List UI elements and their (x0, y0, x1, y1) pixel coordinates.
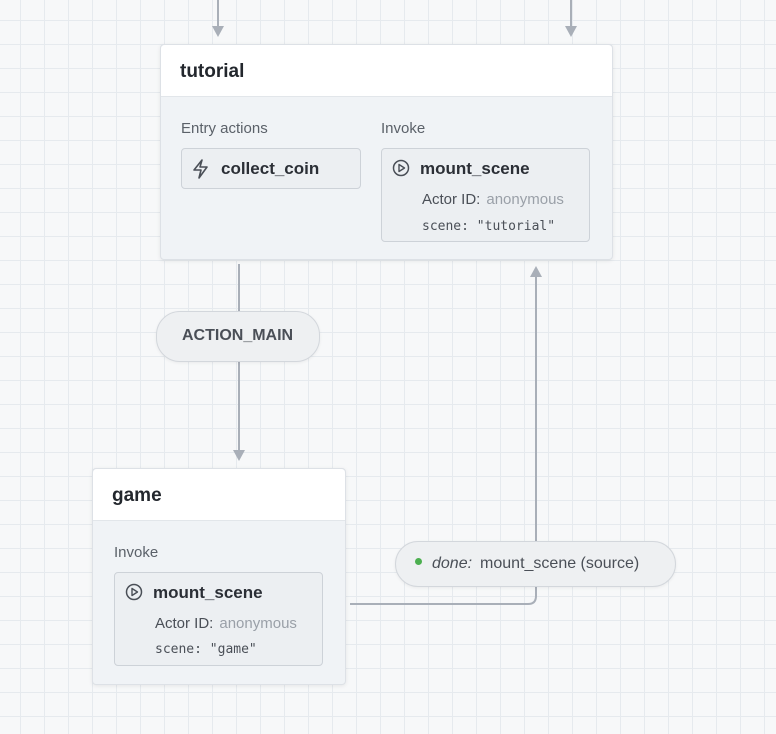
done-label: mount_scene (source) (480, 555, 640, 572)
done-keyword: done: (432, 555, 473, 572)
invoke-param: scene: "game" (155, 642, 257, 657)
actor-id-row: Actor ID: anonymous (422, 191, 564, 208)
invoke-label: Invoke (114, 544, 159, 561)
actor-id-value: anonymous (486, 191, 564, 208)
entry-action-card[interactable]: collect_coin (181, 148, 361, 189)
invoke-card[interactable]: mount_scene Actor ID: anonymous scene: "t… (381, 148, 590, 242)
entry-actions-label: Entry actions (181, 120, 268, 137)
entry-action-name: collect_coin (221, 159, 320, 178)
actor-id-value: anonymous (219, 615, 297, 632)
arrowhead-tutorial (530, 266, 542, 277)
state-title: tutorial (161, 45, 612, 97)
actor-id-label: Actor ID: (422, 191, 481, 208)
invoke-label: Invoke (381, 120, 426, 137)
arrowhead-left-top (212, 26, 224, 37)
transition-action-main[interactable]: ACTION_MAIN (156, 311, 320, 362)
invoke-param: scene: "tutorial" (422, 219, 556, 234)
status-dot (415, 558, 422, 566)
invoke-card[interactable]: mount_scene Actor ID: anonymous scene: "g… (114, 572, 323, 666)
lightning-icon (192, 159, 210, 184)
play-circle-icon (125, 583, 143, 606)
actor-id-label: Actor ID: (155, 615, 214, 632)
state-title: game (93, 469, 345, 521)
invoke-name: mount_scene (420, 159, 530, 178)
arrowhead-right-top (565, 26, 577, 37)
actor-id-row: Actor ID: anonymous (155, 615, 297, 632)
event-label: ACTION_MAIN (182, 327, 294, 344)
edge-game-to-tutorial (350, 276, 537, 605)
state-tutorial[interactable]: tutorial Entry actions Invoke collect_co… (160, 44, 613, 260)
invoke-name: mount_scene (153, 583, 263, 602)
transition-done[interactable]: done: mount_scene (source) (395, 541, 676, 587)
state-game[interactable]: game Invoke mount_scene Actor ID: anonymo… (92, 468, 346, 685)
play-circle-icon (392, 159, 410, 182)
arrowhead-game (233, 450, 245, 461)
